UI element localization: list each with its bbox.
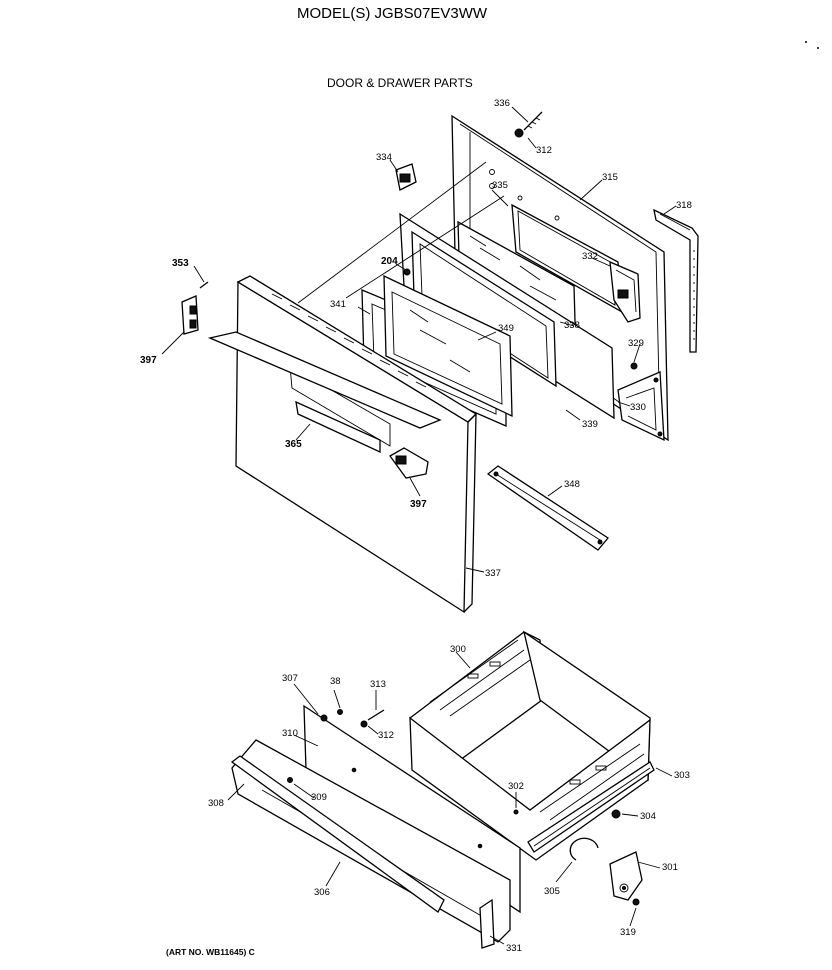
callout-330: 330 <box>630 402 646 413</box>
door-gasket-part-318 <box>653 208 699 353</box>
washer-part-312-bottom <box>360 720 368 728</box>
glass-part-349 <box>383 274 513 418</box>
callout-315: 315 <box>602 172 618 183</box>
callout-303: 303 <box>674 770 690 781</box>
screw-part-307 <box>320 714 328 722</box>
inner-door-panel-part-339 <box>399 212 615 420</box>
nut-part-304 <box>611 809 621 819</box>
screw-part-329 <box>630 362 638 370</box>
callout-329: 329 <box>628 338 644 349</box>
trim-strip-part-397-top <box>207 331 442 429</box>
hinge-bracket-part-330 <box>617 371 665 442</box>
callout-332: 332 <box>582 251 598 262</box>
callout-341: 341 <box>330 299 346 310</box>
callout-335: 335 <box>492 180 508 191</box>
callout-300: 300 <box>450 644 466 655</box>
callout-353: 353 <box>172 258 189 269</box>
bracket-part-397-right <box>389 447 429 479</box>
screw-part-38 <box>337 709 343 715</box>
section-title: DOOR & DRAWER PARTS <box>327 76 473 90</box>
washer-part-312-top <box>514 128 524 138</box>
screw-part-204 <box>403 268 411 276</box>
callout-309: 309 <box>311 792 327 803</box>
callout-302: 302 <box>508 781 524 792</box>
callout-306: 306 <box>314 887 330 898</box>
callout-318: 318 <box>676 200 692 211</box>
callout-365: 365 <box>285 439 302 450</box>
screw-part-302 <box>513 809 519 815</box>
screw-part-309 <box>287 777 293 783</box>
assembly-lines <box>297 161 505 304</box>
bracket-part-331 <box>479 898 495 949</box>
callout-336: 336 <box>494 98 510 109</box>
callout-339: 339 <box>582 419 598 430</box>
art-number: (ART NO. WB11645) C <box>166 947 255 957</box>
callout-319: 319 <box>620 927 636 938</box>
bracket-part-397-left <box>181 295 199 335</box>
slide-rail-part-303 <box>527 761 655 853</box>
screw-part-336 <box>523 111 543 131</box>
callout-312-top: 312 <box>536 145 552 156</box>
callout-310: 310 <box>282 728 298 739</box>
roller-bracket-part-301 <box>609 851 643 901</box>
rail-part-348 <box>486 465 609 551</box>
callout-305: 305 <box>544 886 560 897</box>
callout-397-left: 397 <box>140 355 157 366</box>
corner-marks <box>805 41 819 49</box>
callout-338: 338 <box>564 320 580 331</box>
callout-304: 304 <box>640 811 656 822</box>
trim-strip-part-308 <box>230 755 445 913</box>
callout-349: 349 <box>498 323 514 334</box>
callout-307: 307 <box>282 673 298 684</box>
screw-part-313 <box>367 709 385 721</box>
model-title: MODEL(S) JGBS07EV3WW <box>297 5 488 22</box>
callout-334: 334 <box>376 152 392 163</box>
clip-part-334 <box>395 163 417 191</box>
bracket-part-332 <box>609 260 641 323</box>
callout-38: 38 <box>330 676 341 687</box>
callout-301: 301 <box>662 862 678 873</box>
callout-204: 204 <box>381 256 398 267</box>
callout-308: 308 <box>208 798 224 809</box>
callout-labels: 336 312 334 335 315 318 353 204 332 341 … <box>140 98 692 954</box>
callout-348: 348 <box>564 479 580 490</box>
nut-part-319 <box>632 898 640 906</box>
callout-337: 337 <box>485 568 501 579</box>
callout-331: 331 <box>506 943 522 954</box>
drawer-box-part-300 <box>409 630 651 861</box>
callout-397-right: 397 <box>410 499 427 510</box>
callout-312-bottom: 312 <box>378 730 394 741</box>
callout-313: 313 <box>370 679 386 690</box>
leader-lines <box>161 106 677 945</box>
clip-ring-part-305 <box>569 837 599 861</box>
screw-part-353 <box>199 281 209 289</box>
